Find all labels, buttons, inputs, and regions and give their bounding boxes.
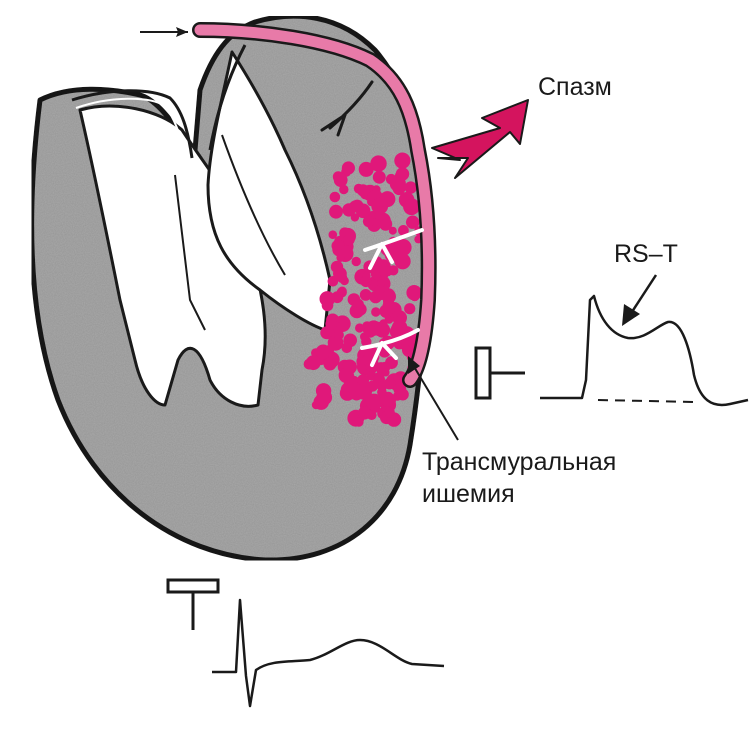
- ischemia-dot: [325, 318, 337, 330]
- ecg-electrode-right: [476, 348, 525, 398]
- ischemia-dot: [357, 184, 369, 196]
- ischemia-dot: [377, 279, 385, 287]
- ischemia-dot: [371, 307, 380, 316]
- ischemia-dot: [351, 200, 364, 213]
- ischemia-dot: [316, 390, 332, 406]
- ischemia-dot: [367, 381, 378, 392]
- ischemia-dot: [342, 161, 355, 174]
- ischemia-dot: [396, 167, 409, 180]
- rst-label: RS–T: [614, 240, 678, 268]
- ischemia-dot: [343, 334, 357, 348]
- ischemia-dot: [394, 153, 410, 169]
- ecg-electrode-icon: [168, 580, 218, 592]
- ischemia-dot: [406, 216, 419, 229]
- ischemia-dot: [363, 216, 375, 228]
- ischemia-dot: [339, 368, 354, 383]
- ischemia-dot: [334, 173, 348, 187]
- spasm-arrow-icon: [432, 100, 528, 178]
- ischemia-dot: [353, 299, 362, 308]
- ischemia-dot: [370, 155, 386, 171]
- ischemia-dot: [341, 384, 349, 392]
- ischemia-dot: [364, 409, 373, 418]
- ischemia-dot: [382, 369, 390, 377]
- ischemia-dot: [352, 257, 361, 266]
- ischemia-dot: [322, 300, 334, 312]
- ischemia-dot: [343, 234, 355, 246]
- transmural-ischemia-label-line2: ишемия: [422, 480, 515, 508]
- ischemia-dot: [395, 253, 411, 269]
- ischemia-dot: [316, 345, 331, 360]
- ecg-trace-st-elevation: [540, 296, 748, 405]
- ischemia-dot: [337, 273, 347, 283]
- ischemia-dot: [334, 330, 344, 340]
- ecg-electrode-icon: [476, 348, 490, 398]
- ischemia-dot: [406, 285, 421, 300]
- ischemia-dot: [397, 389, 409, 401]
- ecg-electrode-bottom: [168, 580, 218, 630]
- ischemia-dot: [357, 364, 367, 374]
- ischemia-dot: [385, 407, 395, 417]
- spasm-label: Спазм: [538, 73, 612, 101]
- ischemia-dot: [355, 323, 364, 332]
- ischemia-dot: [377, 388, 387, 398]
- ischemia-dot: [364, 325, 377, 338]
- ecg-trace-normal: [212, 600, 444, 706]
- ischemia-dot: [379, 319, 387, 327]
- rst-arrow: [622, 275, 656, 326]
- ischemia-dot: [405, 181, 417, 193]
- ischemia-dot: [405, 199, 417, 211]
- ischemia-dot: [377, 206, 385, 214]
- ischemia-dot: [304, 359, 315, 370]
- ischemia-dot: [330, 192, 341, 203]
- blood-flow-arrow: [140, 27, 188, 37]
- ischemia-dot: [336, 254, 344, 262]
- ischemia-dot: [383, 301, 397, 315]
- ischemia-dot: [373, 171, 386, 184]
- ischemia-dot: [384, 378, 396, 390]
- ischemia-dot: [329, 205, 343, 219]
- ischemia-dot: [335, 240, 345, 250]
- transmural-ischemia-label-line1: Трансмуральная: [422, 448, 616, 476]
- ischemia-dot: [331, 291, 343, 303]
- ischemia-dot: [354, 417, 363, 426]
- ecg-baseline-dashed: [598, 400, 696, 402]
- ischemia-dot: [386, 174, 397, 185]
- ischemia-dot: [389, 227, 397, 235]
- ischemia-dot: [324, 358, 337, 371]
- ischemia-dot: [405, 304, 414, 313]
